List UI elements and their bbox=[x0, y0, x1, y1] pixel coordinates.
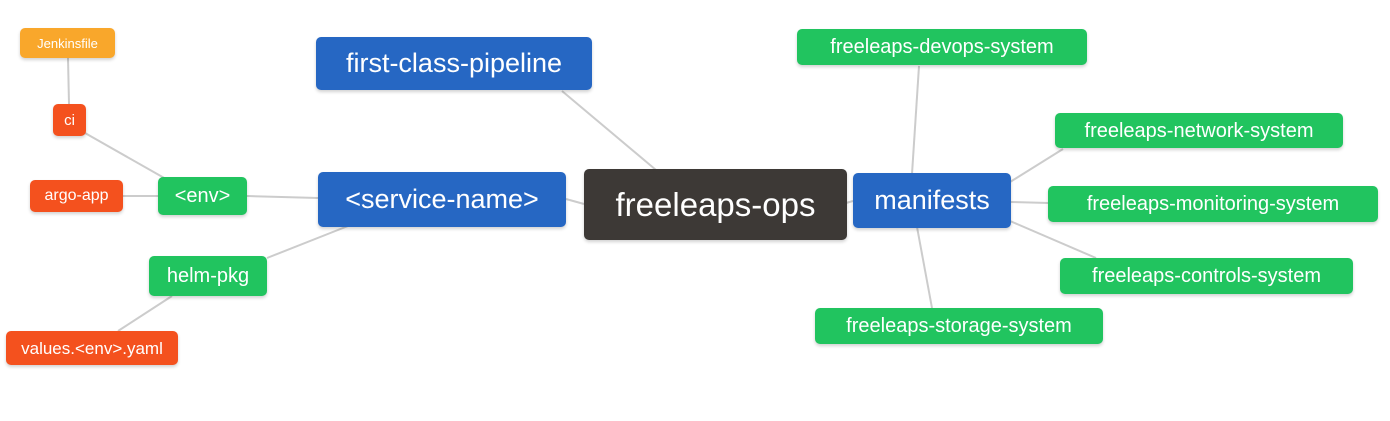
edge-ci-env bbox=[84, 132, 167, 180]
node-helm-pkg[interactable]: helm-pkg bbox=[149, 256, 267, 296]
edge-values-helm-pkg bbox=[117, 295, 173, 332]
edge-jenkinsfile-ci bbox=[67, 57, 70, 105]
edge-manifests-controls-system bbox=[1009, 220, 1097, 259]
node-env[interactable]: <env> bbox=[158, 177, 247, 215]
node-freeleaps-monitoring-system[interactable]: freeleaps-monitoring-system bbox=[1048, 186, 1378, 222]
edge-manifests-network-system bbox=[1009, 148, 1064, 183]
edge-env-service-name bbox=[246, 195, 319, 199]
node-values-env-yaml[interactable]: values.<env>.yaml bbox=[6, 331, 178, 365]
node-argo-app[interactable]: argo-app bbox=[30, 180, 123, 212]
edge-pipeline-freeleaps-ops bbox=[561, 90, 657, 171]
edge-service-name-freeleaps-ops bbox=[565, 198, 585, 205]
node-first-class-pipeline[interactable]: first-class-pipeline bbox=[316, 37, 592, 90]
node-freeleaps-network-system[interactable]: freeleaps-network-system bbox=[1055, 113, 1343, 148]
node-freeleaps-storage-system[interactable]: freeleaps-storage-system bbox=[815, 308, 1103, 344]
edge-manifests-monitoring-system bbox=[1009, 201, 1050, 204]
node-freeleaps-controls-system[interactable]: freeleaps-controls-system bbox=[1060, 258, 1353, 294]
node-jenkinsfile[interactable]: Jenkinsfile bbox=[20, 28, 115, 58]
node-freeleaps-devops-system[interactable]: freeleaps-devops-system bbox=[797, 29, 1087, 65]
edge-helm-pkg-service-name bbox=[266, 225, 349, 259]
node-ci[interactable]: ci bbox=[53, 104, 86, 136]
node-manifests[interactable]: manifests bbox=[853, 173, 1011, 228]
node-freeleaps-ops-root[interactable]: freeleaps-ops bbox=[584, 169, 847, 240]
edge-freeleaps-ops-manifests bbox=[845, 200, 854, 204]
node-service-name[interactable]: <service-name> bbox=[318, 172, 566, 227]
edge-manifests-devops-system bbox=[911, 65, 920, 175]
edge-manifests-storage-system bbox=[916, 226, 933, 309]
